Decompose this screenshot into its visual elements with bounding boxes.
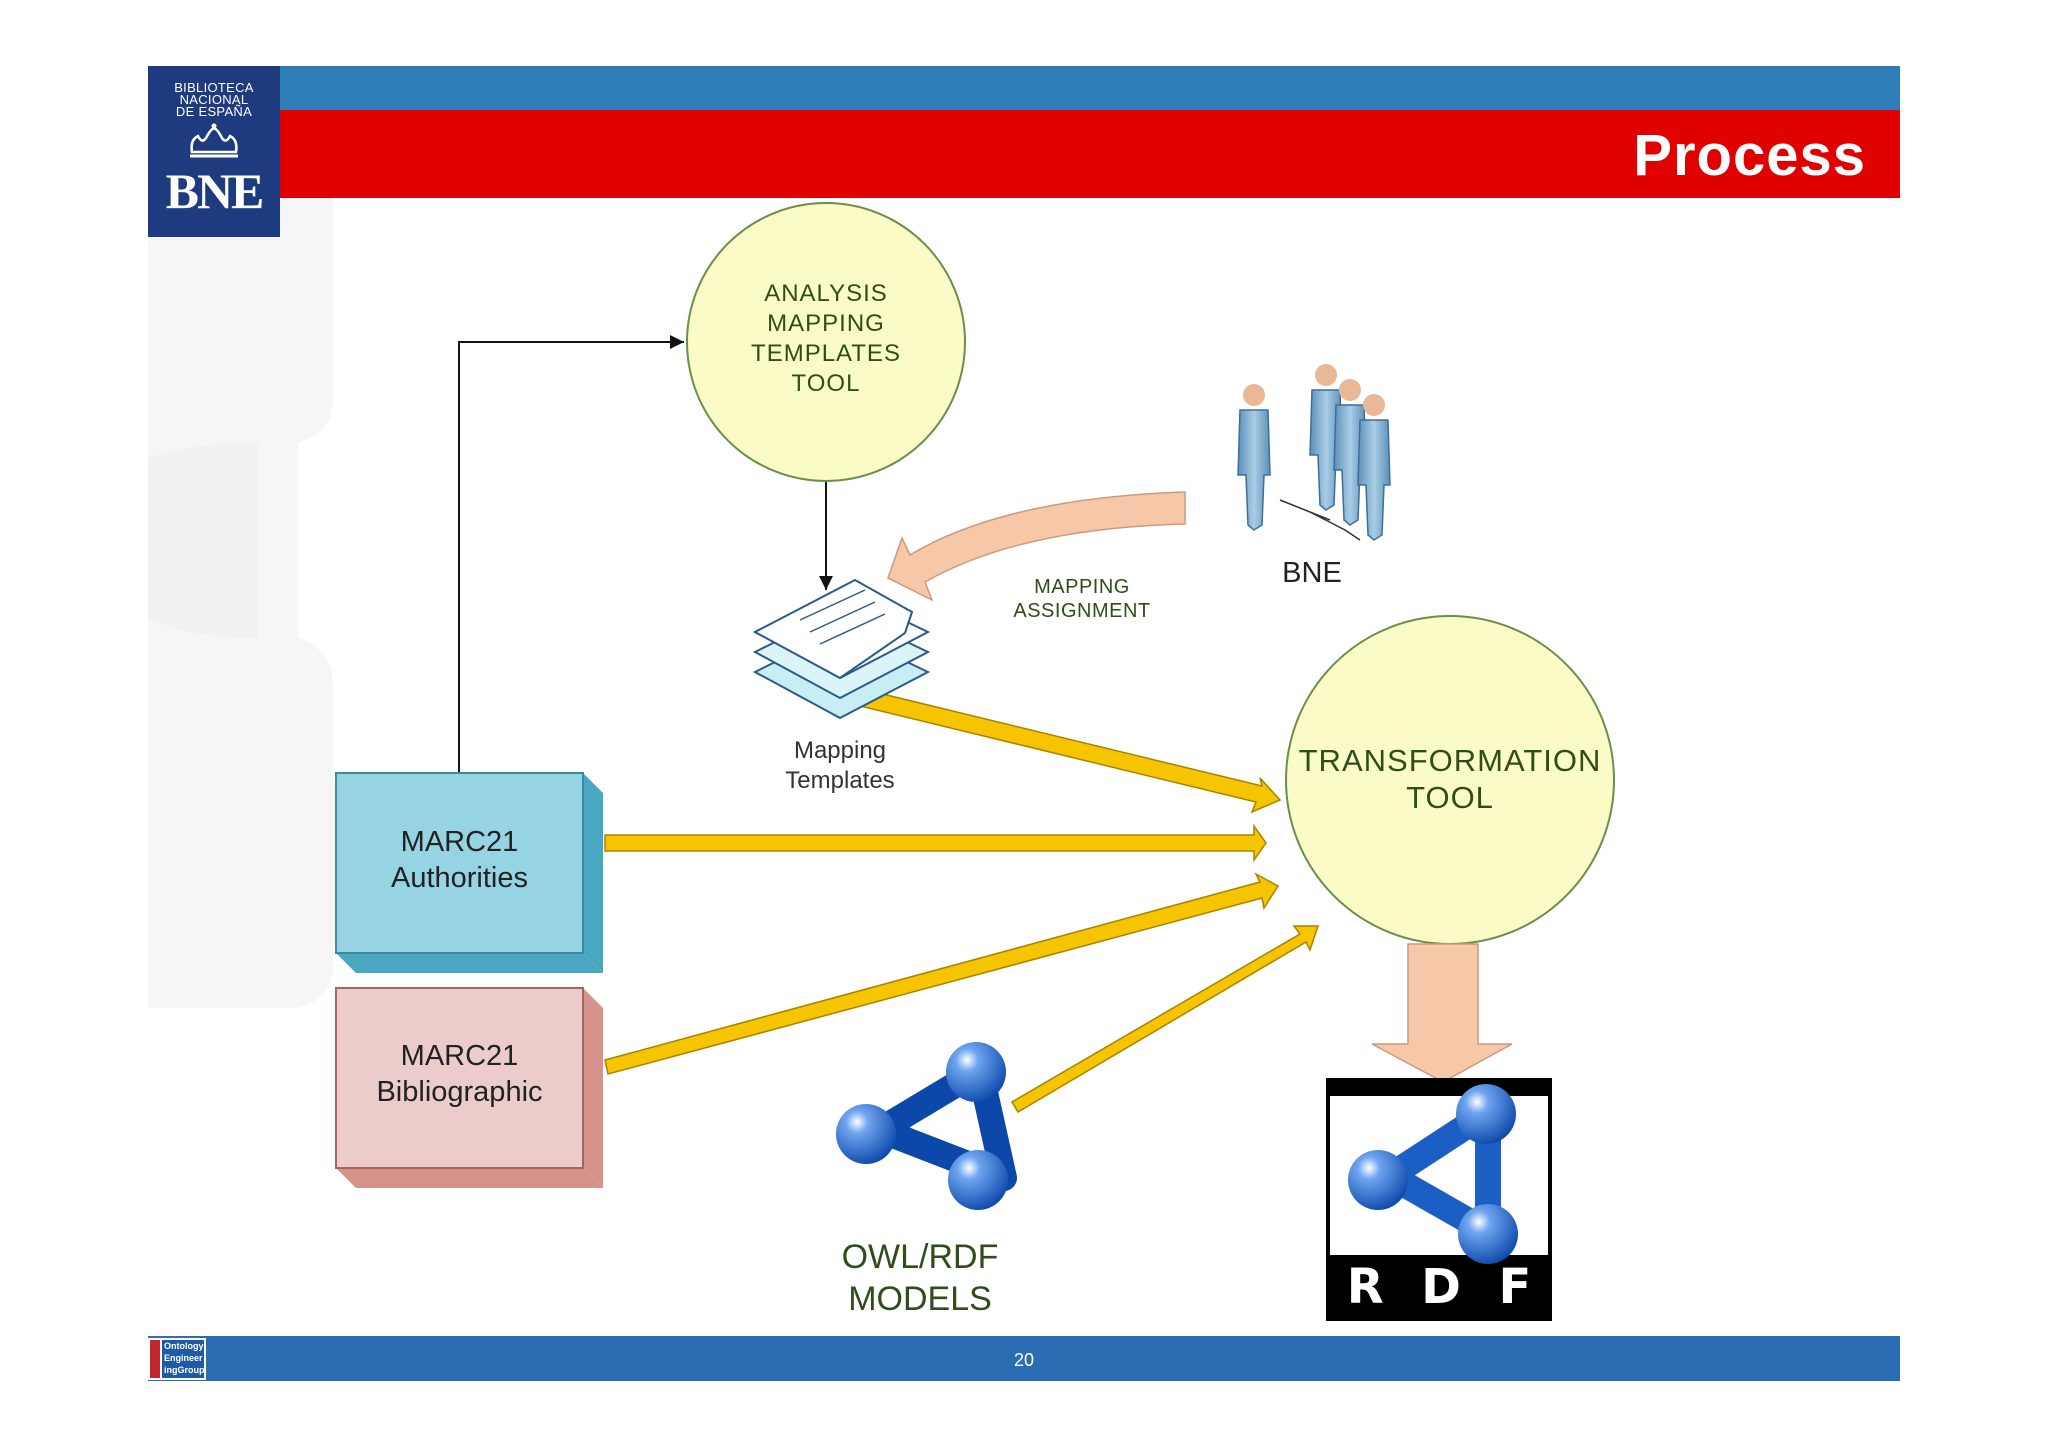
analysis-line-4: TOOL — [791, 370, 861, 397]
bibliographic-line-2: Bibliographic — [376, 1076, 543, 1108]
owl-to-transformation-arrow — [1010, 925, 1320, 1114]
semantic-web-icon — [836, 1042, 1017, 1210]
people-group-icon — [1237, 364, 1391, 541]
footer-bar: 20 — [148, 1336, 1900, 1381]
page-title: Process — [1633, 123, 1866, 188]
bibliographic-line-1: MARC21 — [400, 1040, 519, 1072]
mapping-assignment-line-2: ASSIGNMENT — [1013, 600, 1151, 622]
rdf-logo-letters: R D F — [1328, 1262, 1550, 1312]
mapping-assignment-arrow — [887, 491, 1186, 602]
header-blue-band — [148, 66, 1900, 110]
logo-line-2: NACIONAL — [179, 92, 249, 107]
background-watermark — [148, 198, 333, 1008]
analysis-line-1: ANALYSIS — [764, 280, 888, 307]
mapping-templates-label: Mapping Templates — [740, 736, 940, 796]
rdf-logo-icon — [1326, 1078, 1552, 1321]
transformation-line-1: TRANSFORMATION — [1298, 743, 1602, 778]
rdf-letter-f: F — [1498, 1259, 1532, 1315]
analysis-circle-label: ANALYSIS MAPPING TEMPLATES TOOL — [726, 279, 926, 399]
rdf-letter-r: R — [1346, 1259, 1384, 1315]
transformation-to-rdf-arrow — [1371, 943, 1513, 1083]
analysis-line-2: MAPPING — [767, 310, 885, 337]
bibliographic-to-transformation-arrow — [604, 872, 1280, 1075]
marc21-bibliographic-label: MARC21 Bibliographic — [336, 1038, 583, 1110]
bne-logo: BIBLIOTECA NACIONAL DE ESPAÑA BNE — [148, 66, 280, 237]
yellow-arrows — [604, 689, 1320, 1114]
header-red-band — [148, 110, 1900, 198]
marc21-authorities-label: MARC21 Authorities — [336, 824, 583, 896]
rdf-letter-d: D — [1421, 1259, 1461, 1315]
transformation-circle-label: TRANSFORMATION TOOL — [1290, 742, 1610, 816]
crown-icon — [190, 123, 238, 158]
owl-line-1: OWL/RDF — [841, 1238, 999, 1276]
mapping-templates-line-1: Mapping — [793, 737, 887, 764]
oeg-logo: Ontology Engineer ingGroup — [148, 1338, 206, 1380]
authorities-line-1: MARC21 — [400, 826, 519, 858]
oeg-line-1: Ontology — [164, 1341, 204, 1351]
logo-line-3: DE ESPAÑA — [175, 104, 253, 119]
transformation-line-2: TOOL — [1406, 780, 1494, 815]
logo-line-1: BIBLIOTECA — [174, 80, 254, 95]
oeg-line-2: Engineer — [164, 1353, 203, 1363]
oeg-line-3: ingGroup — [164, 1365, 205, 1375]
document-stack-icon — [752, 578, 931, 720]
analysis-circle — [686, 202, 966, 482]
page-number: 20 — [1013, 1350, 1035, 1370]
bne-group-label: BNE — [1282, 557, 1342, 589]
templates-to-transformation-arrow — [859, 689, 1282, 814]
analysis-line-3: TEMPLATES — [751, 340, 901, 367]
mapping-templates-line-2: Templates — [785, 767, 895, 794]
logo-wordmark: BNE — [165, 163, 265, 219]
marc21-bibliographic-box — [335, 987, 603, 1188]
owl-rdf-models-label: OWL/RDF MODELS — [800, 1236, 1040, 1320]
authorities-to-transformation-arrow — [604, 823, 1267, 863]
authorities-line-2: Authorities — [390, 862, 528, 894]
owl-line-2: MODELS — [848, 1280, 992, 1318]
mapping-assignment-label: MAPPING ASSIGNMENT — [1000, 575, 1164, 623]
mapping-assignment-line-1: MAPPING — [1034, 576, 1130, 598]
authorities-to-analysis-connector — [458, 335, 684, 773]
marc21-authorities-box — [335, 772, 603, 973]
